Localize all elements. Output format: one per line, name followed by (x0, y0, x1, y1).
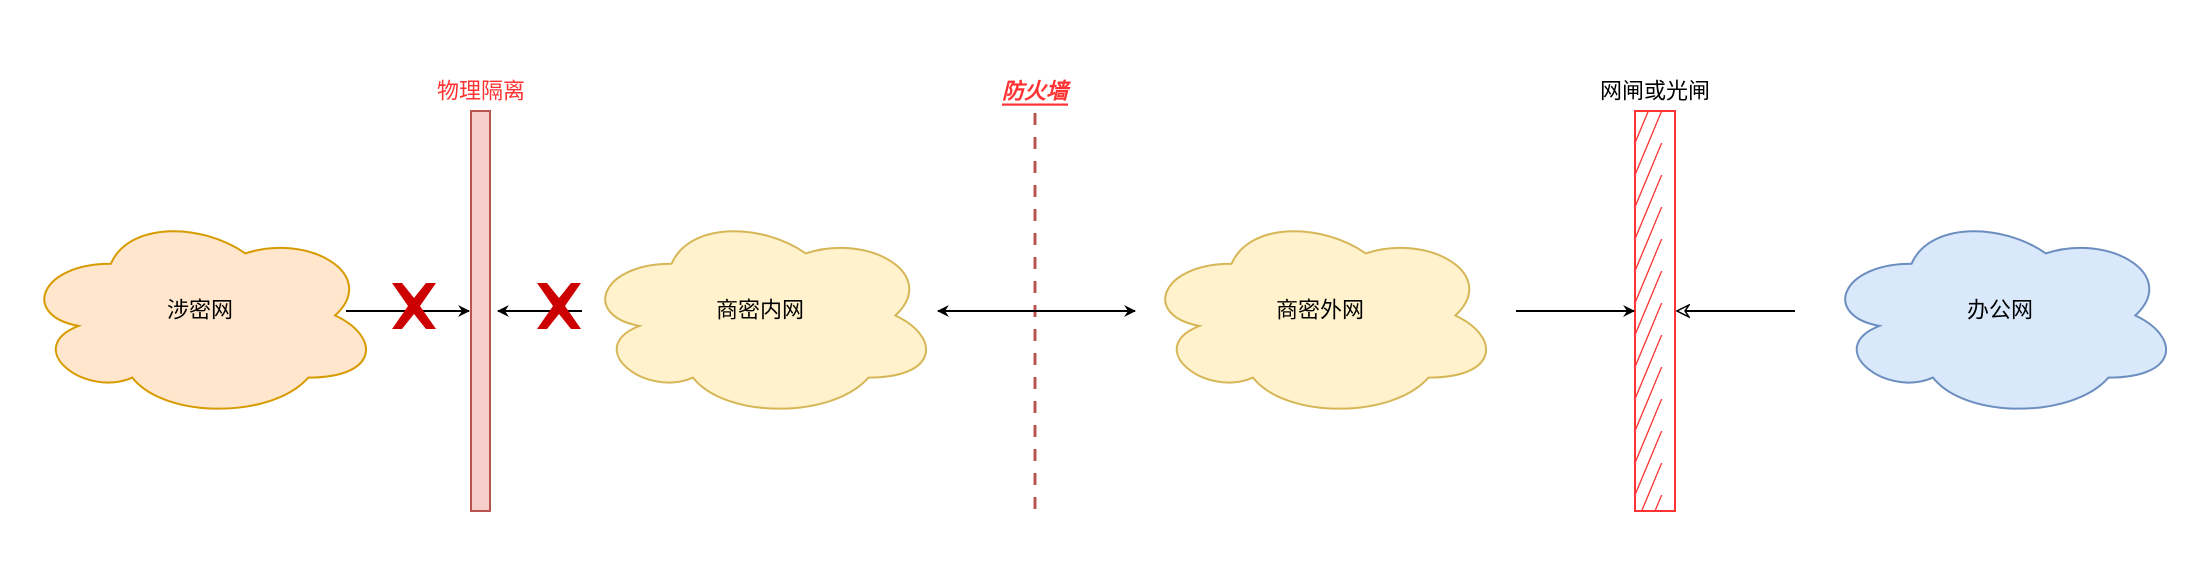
cloud-shape (1844, 230, 2167, 410)
blocked-x-icon (537, 283, 581, 329)
cloud-shape (43, 230, 367, 410)
cloud-label: 涉密网 (167, 299, 233, 324)
gatekeeper-label: 网闸或光闸 (1600, 80, 1710, 105)
physical-isolation-barrier: 物理隔离 (437, 80, 525, 512)
cloud-label: 商密内网 (716, 299, 804, 324)
cloud-classified-network: 涉密网 (43, 230, 367, 410)
blocked-x-icon (392, 283, 436, 329)
cloud-shape (604, 230, 927, 410)
cloud-shape (1164, 230, 1487, 410)
gatekeeper-barrier: 网闸或光闸 (1600, 80, 1710, 512)
physical-isolation-label: 物理隔离 (437, 80, 525, 105)
cloud-label: 商密外网 (1276, 299, 1364, 324)
cloud-label: 办公网 (1967, 299, 2033, 324)
firewall-label: 防火墙 (1002, 80, 1071, 105)
cloud-commercial-external-network: 商密外网 (1164, 230, 1487, 410)
cloud-commercial-internal-network: 商密内网 (604, 230, 927, 410)
firewall-barrier: 防火墙 (1002, 80, 1071, 510)
physical-isolation-bar (470, 110, 491, 512)
gatekeeper-bar (1634, 110, 1676, 512)
cloud-office-network: 办公网 (1844, 230, 2167, 410)
